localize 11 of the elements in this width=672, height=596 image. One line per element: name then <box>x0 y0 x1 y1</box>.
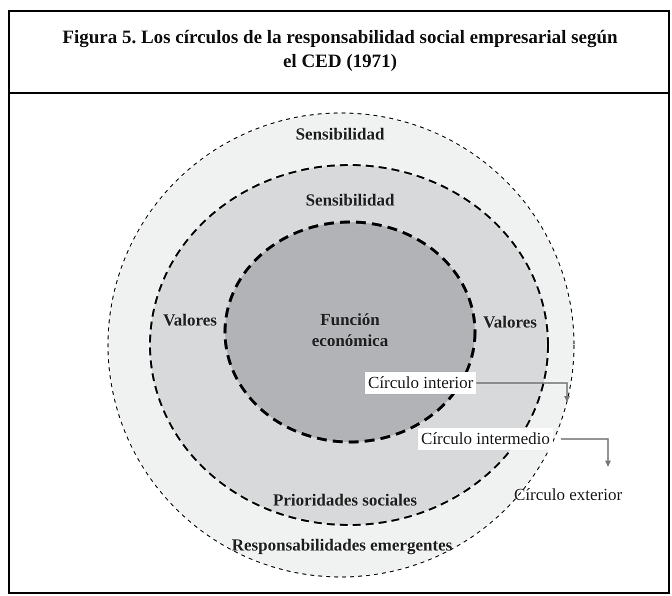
circle-label: Valores <box>483 312 537 332</box>
circle-label: Prioridades sociales <box>273 490 417 510</box>
circle-label: Función económica <box>310 309 390 351</box>
callout-text: Círculo exterior <box>514 485 622 505</box>
figure-title: Figura 5. Los círculos de la responsabilidad social empresarial según el CED (1971) <box>61 26 619 74</box>
arrow <box>476 382 570 402</box>
arrow <box>560 438 611 467</box>
circle-label: Valores <box>163 310 217 330</box>
circle-label: Sensibilidad <box>296 124 384 144</box>
circle-label: Sensibilidad <box>306 190 394 210</box>
circle-label: Responsabilidades emergentes <box>232 534 452 556</box>
